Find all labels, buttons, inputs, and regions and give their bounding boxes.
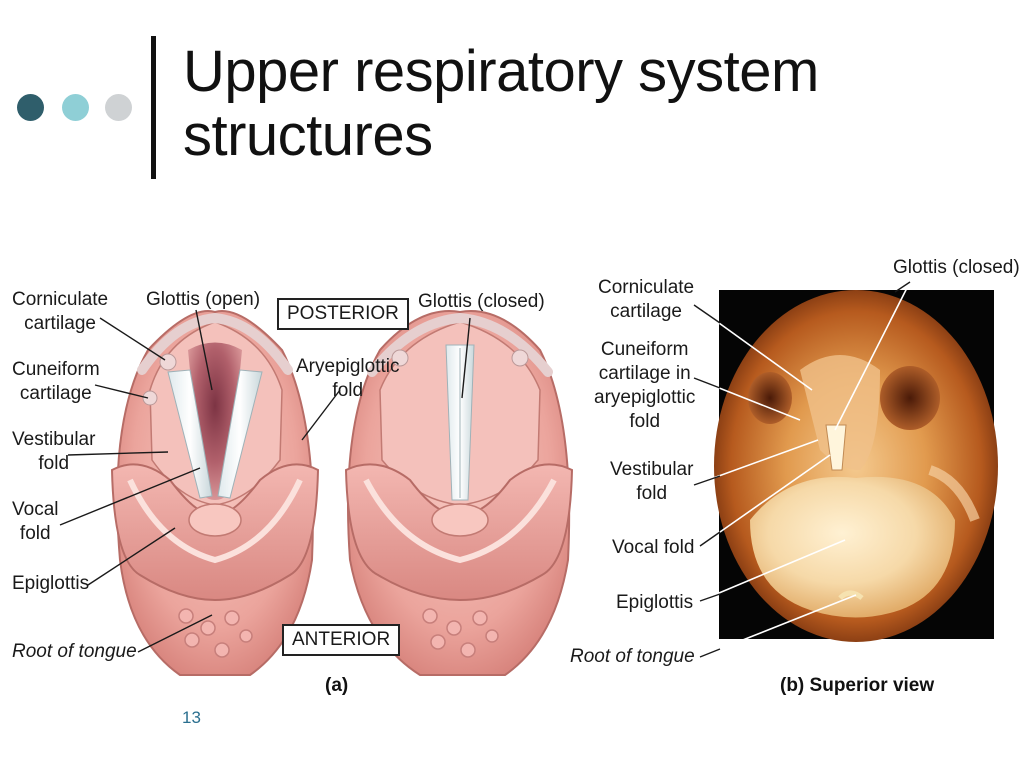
label-text: Cuneiform — [12, 359, 100, 380]
larynx-open-drawing — [110, 310, 320, 676]
label-text: Vestibular — [12, 429, 96, 450]
label-glottis-closed-a: Glottis (closed) — [418, 291, 545, 312]
label-epiglottis-b: Epiglottis — [616, 592, 694, 613]
label-vestibular-a: Vestibular fold — [12, 428, 95, 476]
slide-title-line-1: Upper respiratory system — [183, 39, 819, 104]
label-vestibular-b: Vestibular fold — [610, 458, 693, 506]
label-text: cartilage — [24, 313, 96, 334]
slide-title: Upper respiratory system structures — [183, 40, 819, 168]
label-glottis-open: Glottis (open) — [146, 289, 261, 310]
label-root-of-tongue-a: Root of tongue — [12, 641, 137, 662]
label-vocal-a: Vocal fold — [12, 498, 58, 546]
label-cuneiform-b: Cuneiform cartilage in aryepiglottic fol… — [594, 338, 695, 434]
label-root-of-tongue-b: Root of tongue — [570, 646, 695, 667]
label-text: fold — [629, 411, 661, 432]
label-text: cartilage in — [598, 363, 691, 384]
light-teal-dot — [62, 94, 89, 121]
label-corniculate-a: Corniculate cartilage — [12, 288, 108, 336]
label-aryepiglottic-a: Aryepiglottic fold — [296, 355, 400, 403]
caption-a: (a) — [325, 675, 349, 696]
leader-lines-a — [59, 309, 471, 653]
label-text: fold — [636, 483, 668, 504]
posterior-box: POSTERIOR — [277, 298, 409, 330]
label-epiglottis-a: Epiglottis — [12, 573, 90, 594]
title-divider — [151, 36, 156, 179]
label-text: cartilage — [610, 301, 682, 322]
grey-dot — [105, 94, 132, 121]
slide-title-line-2: structures — [183, 103, 433, 168]
page-number: 13 — [182, 708, 201, 727]
label-text: Vestibular — [610, 459, 694, 480]
label-text: Aryepiglottic — [296, 356, 400, 377]
superior-view-photo — [714, 290, 998, 642]
caption-b: (b) Superior view — [780, 675, 935, 696]
label-cuneiform-a: Cuneiform cartilage — [12, 358, 100, 406]
label-text: fold — [332, 380, 364, 401]
label-text: Corniculate — [12, 289, 109, 310]
label-text: fold — [38, 453, 70, 474]
label-text: Corniculate — [598, 277, 695, 298]
label-text: aryepiglottic — [594, 387, 696, 408]
leader-lines-b-outside — [693, 281, 911, 658]
dark-teal-dot — [17, 94, 44, 121]
label-vocal-b: Vocal fold — [612, 537, 695, 558]
larynx-closed-drawing — [344, 310, 574, 676]
label-text: Cuneiform — [600, 339, 689, 360]
label-text: cartilage — [19, 383, 92, 404]
label-text: fold — [19, 523, 51, 544]
label-glottis-closed-b: Glottis (closed) — [893, 257, 1020, 278]
label-corniculate-b: Corniculate cartilage — [598, 276, 694, 324]
label-text: Vocal — [12, 499, 59, 520]
anterior-box: ANTERIOR — [282, 624, 401, 656]
